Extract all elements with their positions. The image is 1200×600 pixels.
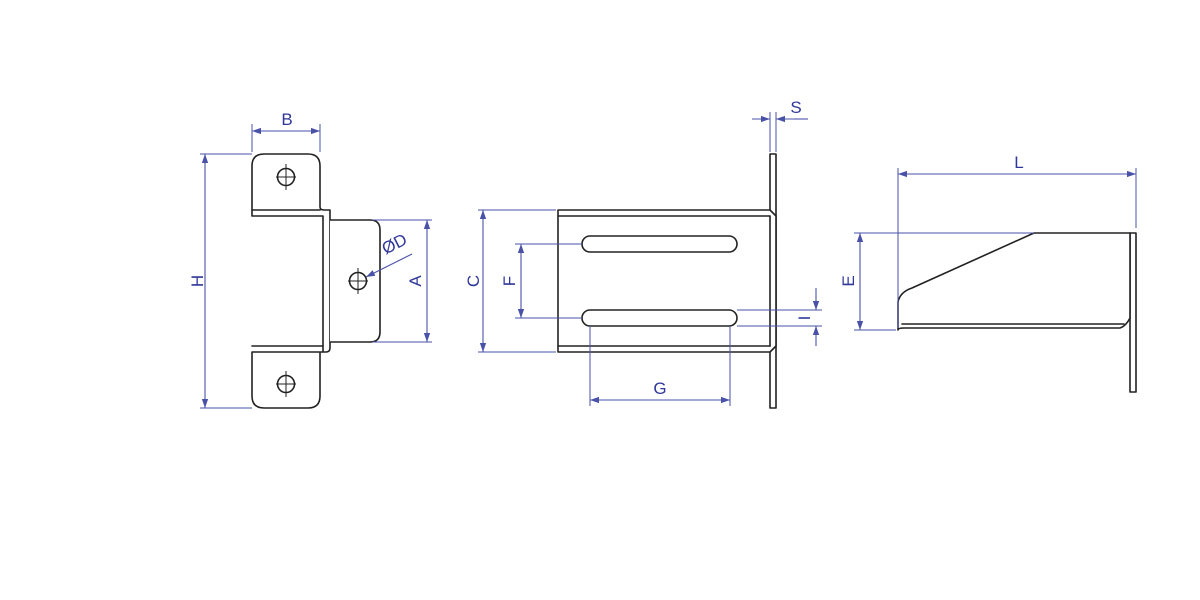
dimension-g: G <box>589 326 731 406</box>
top-view-lower-slot <box>581 309 738 327</box>
dimension-b: B <box>251 110 321 152</box>
dimension-h: H <box>188 153 252 409</box>
front-view-center-hole <box>348 268 368 294</box>
dimension-d-label: ØD <box>379 230 410 259</box>
top-view-upper-slot <box>581 235 738 253</box>
front-view-bottom-hole <box>276 371 296 397</box>
dimension-i-label: I <box>795 316 814 321</box>
dimension-a-label: A <box>406 275 425 287</box>
dimension-f-label: F <box>500 276 519 286</box>
dimension-e-label: E <box>839 275 858 286</box>
dimension-f: F <box>500 243 582 319</box>
dimension-l: L <box>897 153 1137 328</box>
side-view-back-plate <box>1129 232 1137 393</box>
dimension-e: E <box>839 232 1034 331</box>
top-view-plate-outline <box>557 209 777 353</box>
dimension-s-label: S <box>790 98 801 117</box>
top-view: S C F I G <box>464 98 822 409</box>
dimension-g-label: G <box>653 379 666 398</box>
dimension-c-label: C <box>464 275 483 287</box>
front-view-bracket-outline <box>251 153 331 409</box>
front-view-top-hole <box>276 164 296 190</box>
side-view: L E <box>839 153 1137 393</box>
dimension-l-label: L <box>1014 153 1023 172</box>
dimension-s: S <box>752 98 808 152</box>
side-view-tapered-body <box>897 232 1131 331</box>
dimension-i: I <box>737 288 822 346</box>
dimension-a: A <box>372 219 432 343</box>
dimension-h-label: H <box>188 275 207 287</box>
dimension-c: C <box>464 209 556 353</box>
dimension-b-label: B <box>281 110 292 129</box>
front-view: B H ØD A <box>188 110 432 409</box>
